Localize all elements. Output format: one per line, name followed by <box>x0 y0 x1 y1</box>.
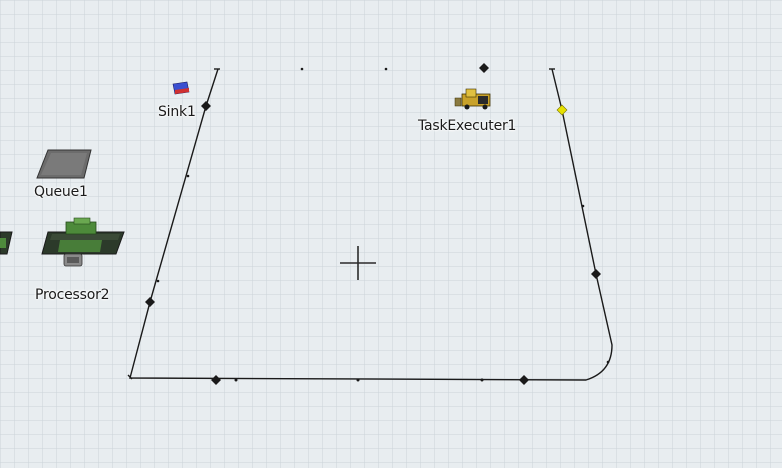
path-control-point[interactable] <box>211 375 221 385</box>
path-control-point[interactable] <box>591 269 601 279</box>
path-point[interactable] <box>606 360 610 364</box>
path-point[interactable] <box>234 378 238 382</box>
queue-label[interactable]: Queue1 <box>34 184 88 200</box>
offscreen-object[interactable] <box>0 231 13 255</box>
path-control-point[interactable] <box>479 63 489 73</box>
selected-path-point[interactable] <box>556 104 568 116</box>
processor-icon[interactable] <box>41 217 125 267</box>
path-line[interactable] <box>129 68 613 381</box>
path-point[interactable] <box>186 174 190 178</box>
path-point[interactable] <box>156 279 160 283</box>
sink-icon[interactable] <box>172 81 190 95</box>
forklift-icon[interactable] <box>454 88 491 110</box>
path-corner-tick <box>127 374 133 380</box>
path-point[interactable] <box>384 67 388 71</box>
path-control-point[interactable] <box>201 101 211 111</box>
path-control-point[interactable] <box>519 375 529 385</box>
path-point[interactable] <box>480 378 484 382</box>
crosshair-icon <box>340 246 376 280</box>
network-path[interactable] <box>127 63 613 385</box>
path-point[interactable] <box>581 204 585 208</box>
queue-icon[interactable] <box>36 149 92 179</box>
sink-label[interactable]: Sink1 <box>158 104 196 120</box>
path-control-point[interactable] <box>145 297 155 307</box>
processor-label[interactable]: Processor2 <box>35 287 110 303</box>
path-point[interactable] <box>300 67 304 71</box>
path-point[interactable] <box>356 378 360 382</box>
task-executer-label[interactable]: TaskExecuter1 <box>418 118 517 134</box>
